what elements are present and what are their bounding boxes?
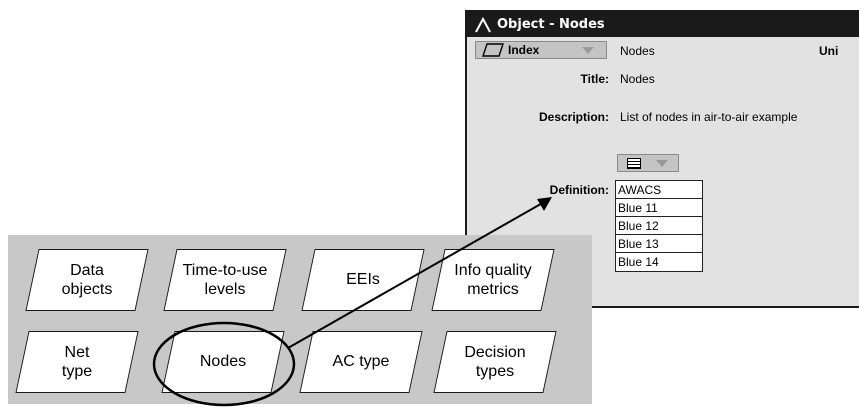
- description-label: Description:: [538, 110, 609, 124]
- tile-label: Net type: [61, 343, 93, 380]
- tile-label: AC type: [332, 353, 390, 371]
- tile-label: Info quality metrics: [454, 261, 532, 298]
- tile-time-to-use-levels[interactable]: Time-to-use levels: [163, 249, 287, 311]
- list-item[interactable]: AWACS: [616, 181, 702, 199]
- chevron-down-icon: [582, 47, 594, 54]
- definition-list[interactable]: AWACS Blue 11 Blue 12 Blue 13 Blue 14: [615, 180, 703, 272]
- definition-label: Definition:: [549, 183, 609, 197]
- view-mode-dropdown[interactable]: [617, 154, 679, 172]
- list-item[interactable]: Blue 14: [618, 255, 659, 269]
- chevron-down-icon: [656, 160, 668, 167]
- tile-info-quality-metrics[interactable]: Info quality metrics: [431, 249, 555, 311]
- window-title: Object - Nodes: [497, 17, 605, 32]
- tile-label: Decision types: [464, 343, 526, 380]
- tile-label: EEIs: [346, 271, 380, 289]
- title-value[interactable]: Nodes: [620, 72, 655, 86]
- class-dropdown[interactable]: Index: [475, 41, 607, 59]
- units-label: Uni: [819, 44, 839, 58]
- tile-decision-types[interactable]: Decision types: [433, 331, 557, 393]
- tile-net-type[interactable]: Net type: [15, 331, 139, 393]
- index-icon: [482, 43, 504, 57]
- window-titlebar[interactable]: Object - Nodes: [467, 12, 859, 37]
- identifier-value[interactable]: Nodes: [620, 44, 655, 58]
- list-item[interactable]: Blue 12: [616, 217, 702, 235]
- title-label: Title:: [580, 72, 609, 86]
- tile-ac-type[interactable]: AC type: [299, 331, 423, 393]
- app-logo-icon: [475, 16, 491, 33]
- tile-label: Nodes: [199, 353, 247, 371]
- table-view-icon: [627, 158, 641, 169]
- list-item[interactable]: Blue 13: [616, 235, 702, 253]
- tile-label: Data objects: [61, 261, 113, 298]
- description-value[interactable]: List of nodes in air-to-air example: [620, 110, 798, 124]
- list-item[interactable]: Blue 11: [616, 199, 702, 217]
- tile-nodes[interactable]: Nodes: [161, 331, 285, 393]
- tile-data-objects[interactable]: Data objects: [25, 249, 149, 311]
- node-category-panel: Data objects Time-to-use levels EEIs Inf…: [8, 235, 592, 404]
- tile-eeis[interactable]: EEIs: [301, 249, 425, 311]
- class-dropdown-label: Index: [508, 43, 540, 57]
- tile-label: Time-to-use levels: [182, 261, 268, 298]
